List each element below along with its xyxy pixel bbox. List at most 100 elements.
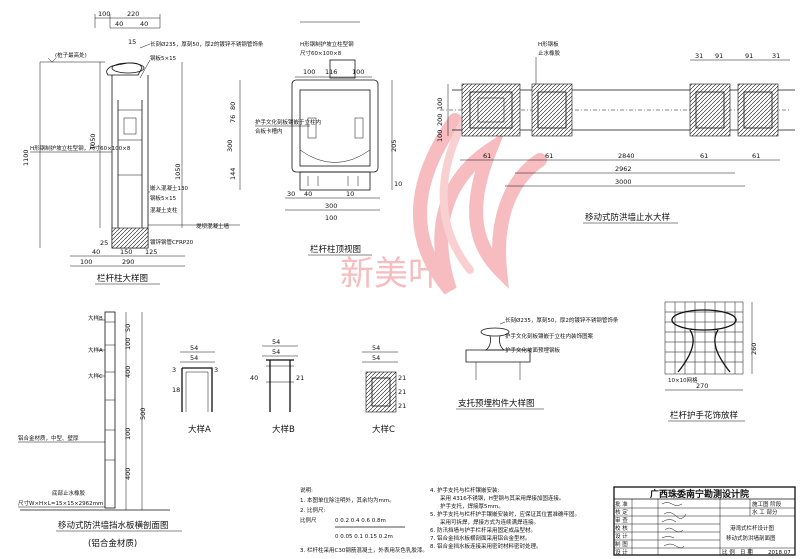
note-2-0: 4. 护手支托与栏杆镶嵌安装: [430,486,499,494]
title-block: 广西珠委南宁勘测设计院 批 准 核 定 审 查 校 核 设 计 制 图 设 计 … [613,486,796,556]
note-2-6: 7. 铝合金挡水板横剖面采用铝合金型材。 [430,534,531,542]
flood-wall-plan-view: H形钢板 止水橡胶 100 200 100 31 91 91 31 61 61 … [436,40,795,224]
title-row-2: 审 查 [615,516,628,524]
baluster-label-ground: (桩子最高处) [55,51,87,59]
note-1-2: 2. 比例尺: [300,506,325,514]
post-top-title: 栏杆柱顶视图 [310,244,361,255]
baluster-dim-side-3: 1100 [22,149,30,166]
title-stage: 施工图 阶段 [752,500,782,508]
detail-a-dim-2: 54 [190,354,198,362]
post-top-dim-right-2: 10 [394,180,402,188]
baluster-dim-top-2: 220 [127,10,139,18]
title-date-label: 日 期 [740,549,753,556]
baluster-label-base: 钢板5×15 [150,194,177,202]
detail-c-dim-3: 21 [398,374,406,382]
post-top-dim-bottom-2: 40 [304,190,312,198]
note-2-4: 采用可拆焊，焊接方式为连续满焊连接。 [440,518,539,526]
baluster-label-pipe: 镀锌钢管CFRP20 [150,238,194,246]
detail-a-dim-3: 3 [172,366,176,374]
post-top-dim-side-4: 144 [229,168,237,180]
section-label-a: 大样A [88,346,103,354]
section-subtitle: (铝合金材质) [88,538,137,549]
section-label-b: 大样B [88,314,103,322]
section-dim-6: 400 [124,468,132,480]
note-1-6: 3. 栏杆柱采用C30钢筋混凝土，外表用灰色乳胶漆。 [300,546,428,554]
post-top-dim-right-1: 205 [390,140,398,152]
title-discipline: 水 工 部分 [752,508,778,516]
post-top-dim-side-2: 76 [229,115,237,123]
baluster-label-embed: 嵌入混凝土130 [150,184,188,192]
title-row-3: 校 核 [615,524,628,532]
note-2-3: 5. 护手支托与栏杆护手镶嵌安装时，应保证其位置准确牢固。 [430,510,580,518]
detail-b-title: 大样B [272,424,295,435]
title-date-value: 2018.07 [768,550,791,556]
detail-c-dim-4: 21 [398,388,406,396]
baluster-detail-view: 100 220 40 40 15 长刻Ø235，厚刻50，厚2的镀锌不锈钢管饰条… [22,10,264,285]
support-detail-view: 长刻Ø235，厚刻50，厚2的镀锌不锈钢管饰条 护手文化刻板镶嵌于立柱内装饰图案… [456,316,619,410]
baluster-dim-top-4: 40 [140,20,148,28]
baluster-dim-bottom-5: 100 [80,258,92,266]
plan-dim-right-1: 31 [695,52,703,60]
title-row-4: 设 计 [615,532,628,540]
baluster-label-wall: 堤坝混凝土墙 [196,222,230,230]
plan-dim-bottom-2: 61 [545,152,553,160]
plan-label-seal: 止水橡胶 [538,49,561,57]
plan-dim-right-4: 31 [772,52,780,60]
section-label-c: 大样C [88,372,103,380]
baluster-dim-bottom-4: 125 [145,248,157,256]
post-top-dim-bottom-4: 300 [325,202,337,210]
section-label-size: 尺寸W×H×L=15×15×2962mm [18,499,103,507]
watermark-text: 新美叶 [340,254,442,294]
post-top-label-groove: 合板卡槽内 [255,127,283,135]
baluster-dim-bottom-2: 40 [92,248,100,256]
handrail-dim-w: 270 [696,382,708,390]
title-row-5: 制 图 [615,540,628,548]
post-top-label-post: H形钢制护坡立柱型钢 [300,40,354,48]
note-2-1: 采用 4316不锈钢，H型钢与其采用焊接加固连接。 [440,494,564,502]
title-row-0: 批 准 [615,500,628,508]
title-drawing-2: 移动式防洪墙剖面图 [726,534,776,542]
handrail-title: 栏杆护手花饰放样 [670,410,739,421]
support-label-2: 护手文化刻板镶嵌于立柱内装饰图案 [505,332,594,340]
title-row-6: 设 计 [615,548,628,556]
detail-b-dim-2: 54 [272,348,280,356]
plan-dim-bottom-4: 61 [700,152,708,160]
detail-c-dim-5: 21 [398,402,406,410]
support-label-1: 长刻Ø235，厚刻50，厚2的镀锌不锈钢管饰条 [505,316,619,324]
detail-a-dim-5: 18 [172,386,180,394]
post-top-label-cross: 护手文化刻板镶嵌于立柱内 [255,118,321,126]
note-1-5: 0 0.05 0.1 0.15 0.2m [335,534,393,540]
post-top-label-size: 尺寸60×100×8 [300,49,342,57]
plan-dim-right-2: 91 [715,52,723,60]
detail-b-view: 54 54 40 21 大样B [250,338,304,435]
post-top-dim-top-3: 100 [352,68,364,76]
plan-dim-left-3: 100 [436,130,444,142]
section-dim-3: 400 [124,366,132,378]
post-top-dim-bottom-1: 30 [287,190,295,198]
detail-a-title: 大样A [188,424,211,435]
plan-dim-bottom-1: 61 [483,152,491,160]
baluster-label-anchor: 混凝土支柱 [150,206,178,214]
baluster-dim-bottom-6: 290 [122,258,134,266]
baluster-label-rail: 长刻Ø235，厚刻50，厚2的镀锌不锈钢管饰条 [150,40,264,48]
watermark: 新美叶 [340,106,547,295]
detail-a-dim-4: 3 [214,366,218,374]
detail-c-view: 54 54 21 21 21 大样C [362,344,406,435]
detail-c-dim-1: 54 [372,344,380,352]
baluster-dim-bottom-1: 25 [100,239,108,247]
title-scale: 比 例 [722,548,735,556]
baluster-dim-top-3: 40 [115,20,123,28]
baluster-label-post-1: H形钢制护坡立柱型钢，尺寸60×100×8 [30,144,131,152]
flood-wall-section-view: 大样B 大样A 大样C 铝合金材质，中型、壁厚 底部止水橡胶 尺寸W×H×L=1… [18,311,182,549]
section-title: 移动式防洪墙挡水板横剖面图 [58,520,169,531]
section-dim-2: 100 [124,338,132,350]
section-label-note: 铝合金材质，中型、壁厚 [18,434,79,442]
note-1-4: 0 0.2 0.4 0.6 0.8m [335,518,386,524]
detail-c-title: 大样C [372,424,395,435]
handrail-pattern-view: 260 10×10网格 270 栏杆护手花饰放样 [664,301,758,422]
baluster-label-plate: 钢板5×15 [150,54,177,62]
baluster-dim-top-1: 100 [98,10,110,18]
post-top-dim-bottom-5: 100 [325,214,337,222]
baluster-dim-side-2: 1050 [174,163,182,180]
